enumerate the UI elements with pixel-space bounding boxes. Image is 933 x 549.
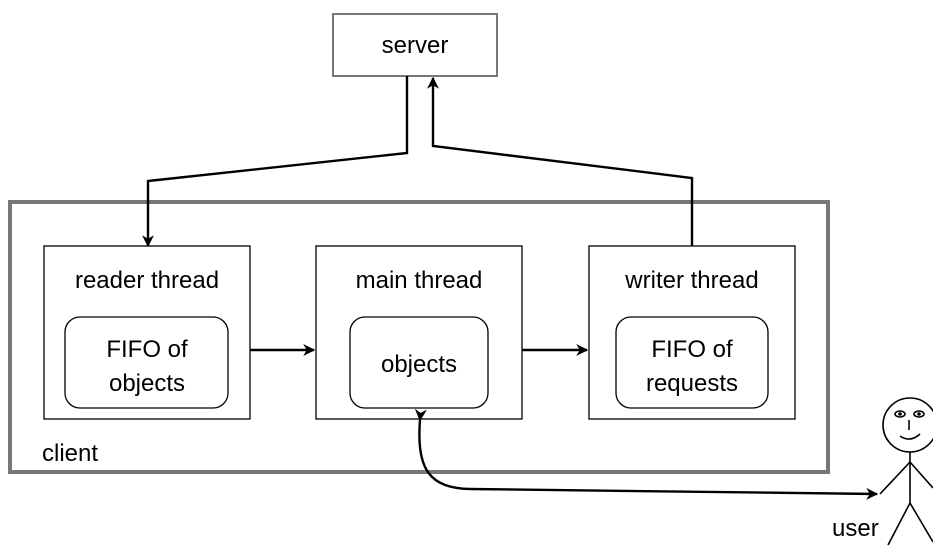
- writer-thread-title: writer thread: [624, 267, 758, 294]
- user-main-arrow: [414, 408, 879, 500]
- server-label: server: [382, 32, 449, 59]
- reader-fifo-box: [64, 316, 229, 409]
- reader-fifo-line1: FIFO of: [106, 336, 188, 363]
- server-to-reader-arrow: [142, 76, 409, 248]
- client-label: client: [42, 440, 98, 467]
- writer-fifo-line2: requests: [646, 370, 738, 397]
- user-stick-figure-icon: [879, 397, 933, 546]
- user-label: user: [832, 515, 879, 542]
- server-box: [332, 13, 498, 77]
- reader-thread-title: reader thread: [75, 267, 219, 294]
- main-objects-label: objects: [381, 351, 457, 378]
- main-objects-box: [349, 316, 489, 409]
- writer-fifo-box: [615, 316, 769, 409]
- reader-fifo-line2: objects: [109, 370, 185, 397]
- writer-fifo-line1: FIFO of: [651, 336, 733, 363]
- writer-to-server-arrow: [427, 76, 694, 246]
- main-thread-title: main thread: [356, 267, 483, 294]
